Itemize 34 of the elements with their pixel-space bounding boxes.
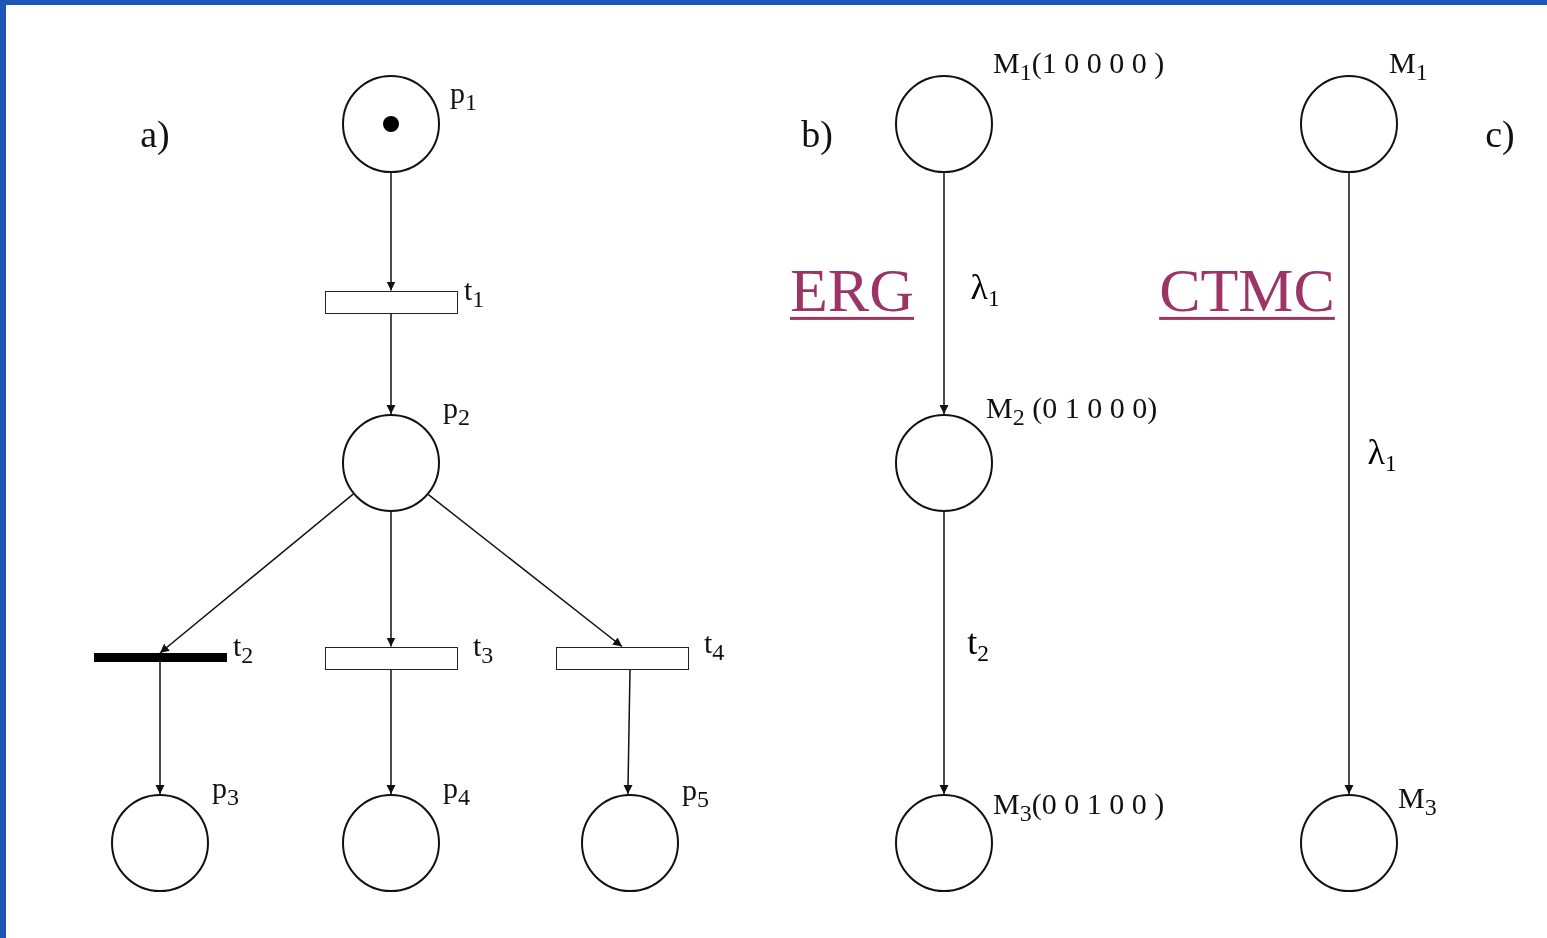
arrow [1344, 172, 1354, 795]
arrow [386, 511, 396, 648]
node-label: p$_{5}$ [682, 772, 709, 814]
arrow [386, 172, 396, 292]
node-label: p$_{1}$ [450, 75, 477, 117]
panel-label: a) [140, 114, 170, 156]
arrow [623, 669, 633, 795]
arrow [159, 493, 354, 654]
arrow [386, 668, 396, 795]
transition-box [324, 646, 458, 670]
node-label: p$_{2}$ [443, 390, 470, 432]
node-label: t$_{3}$ [473, 628, 494, 670]
panel-label: b) [801, 114, 833, 156]
node-label: M$_{3}$ [1398, 780, 1437, 822]
node-label: t$_{1}$ [464, 272, 485, 314]
graph-title: ERG [790, 255, 914, 325]
node-label: M$_{1}$ [1389, 45, 1428, 87]
arrow [939, 172, 949, 415]
node-label: t$_{4}$ [704, 625, 725, 667]
arrow [155, 660, 165, 795]
panel-label: c) [1485, 114, 1515, 156]
arrow [427, 493, 623, 648]
graph-title: CTMC [1159, 255, 1335, 325]
transition-box [324, 290, 458, 314]
node-label: M$_{2}$ (0 1 0 0 0) [986, 390, 1158, 432]
node-label: p$_{4}$ [443, 770, 470, 812]
arrow [386, 312, 396, 415]
transition-box [555, 646, 689, 670]
node-label: t$_{2}$ [233, 628, 254, 670]
node-label: p$_{3}$ [212, 770, 239, 812]
arrow [939, 511, 949, 795]
node-label: M$_{3}$(0 0 1 0 0 ) [993, 786, 1165, 828]
immediate-transition-bar [93, 652, 227, 662]
node-label: M$_{1}$(1 0 0 0 0 ) [993, 45, 1165, 87]
